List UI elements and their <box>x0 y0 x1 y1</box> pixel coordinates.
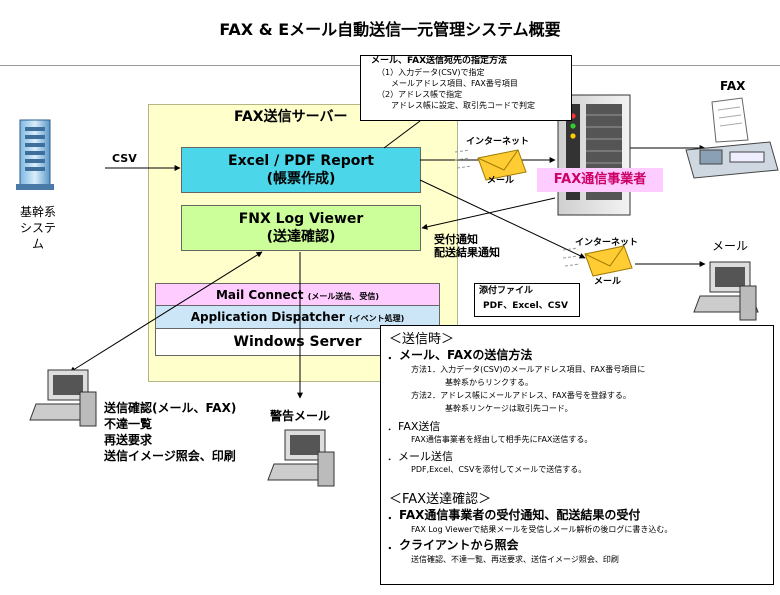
csv-label: CSV <box>112 152 137 165</box>
fax-label: FAX <box>720 79 746 93</box>
mail-send-line: PDF,Excel、CSVを添付してメールで送信する。 <box>411 465 587 474</box>
app-dispatcher-sub: (イベント処理) <box>348 314 405 323</box>
fax-send-line: FAX通信事業者を経由して相手先にFAX送信する。 <box>411 435 593 444</box>
receipt-title: ．FAX通信事業者の受付通知、配送結果の受付 <box>387 508 641 522</box>
send-method-title: ．メール、FAXの送信方法 <box>387 348 533 362</box>
fnx-log-viewer-box: FNX Log Viewer (送達確認) <box>181 205 421 251</box>
core-system-line2: システム <box>19 221 56 251</box>
attachment-note: 添付ファイル PDF、Excel、CSV <box>474 283 580 317</box>
note-line-3: （2）アドレス帳で指定 <box>377 90 463 99</box>
notify-line-1: 受付通知 <box>434 233 478 246</box>
note-line-1: （1）入力データ(CSV)で指定 <box>377 68 485 77</box>
fnx-box-subtitle: (送達確認) <box>266 229 336 245</box>
internet-label-1: インターネット <box>466 137 530 147</box>
send-method-line: 基幹系からリンクする。 <box>445 378 533 387</box>
warning-mail-label: 警告メール <box>270 409 331 423</box>
internet-label-2: インターネット <box>575 238 639 248</box>
fax-server-label: FAX送信サーバー <box>234 109 348 125</box>
notification-label: 受付通知 配送結果通知 <box>434 233 500 259</box>
client-query-line: 送信確認、不達一覧、再送要求、送信イメージ照会、印刷 <box>411 555 619 564</box>
email-envelope-icon <box>454 149 527 181</box>
note-pointer <box>383 120 421 149</box>
core-system-line1: 基幹系 <box>19 205 56 219</box>
client-query-arrow <box>69 251 263 373</box>
note-line-4: アドレス帳に設定、取引先コードで判定 <box>391 101 535 110</box>
send-method-line: 基幹系リンケージは取引先コード。 <box>445 404 573 413</box>
attach-line-1: 添付ファイル <box>479 286 534 296</box>
client-tasks: 送信確認(メール、FAX) 不達一覧 再送要求 送信イメージ照会、印刷 <box>104 400 236 464</box>
destination-note: メール、FAX送信宛先の指定方法 （1）入力データ(CSV)で指定 メールアドレ… <box>360 55 572 121</box>
page-title: FAX & Eメール自動送信一元管理システム概要 <box>219 20 561 39</box>
excel-box-title: Excel / PDF Report <box>228 153 374 169</box>
email-envelope-icon-2 <box>562 245 633 277</box>
mail-connect-sub: (メール送信、受信) <box>307 291 380 301</box>
fax-provider-label: FAX通信事業者 <box>537 168 663 192</box>
excel-box-subtitle: (帳票作成) <box>266 171 336 187</box>
mail-label-2: メール <box>594 277 622 287</box>
excel-to-email-arrow <box>419 179 586 259</box>
fax-send-title: ．FAX送信 <box>387 420 441 433</box>
mail-recipient-pc-icon <box>693 261 759 321</box>
receipt-line: FAX Log Viewerで結果メールを受信しメール解析の後ログに書き込む。 <box>411 525 673 534</box>
fax-machine-icon <box>685 97 779 179</box>
client-task: 送信イメージ照会、印刷 <box>104 449 236 463</box>
excel-pdf-report-box: Excel / PDF Report (帳票作成) <box>181 147 421 193</box>
core-system-tower-icon <box>16 119 54 190</box>
mail-recipient-label: メール <box>712 239 749 253</box>
warning-mail-pc-icon <box>267 429 335 487</box>
client-query-title: ．クライアントから照会 <box>387 538 519 552</box>
client-task: 再送要求 <box>104 433 153 447</box>
info-panel: ＜送信時＞ ．メール、FAXの送信方法 方法1．入力データ(CSV)のメールアド… <box>380 325 774 585</box>
client-task: 不達一覧 <box>104 417 153 431</box>
attach-line-2: PDF、Excel、CSV <box>483 301 568 311</box>
notify-line-2: 配送結果通知 <box>434 246 500 259</box>
send-section-header: ＜送信時＞ <box>389 332 455 347</box>
send-method-line: 方法2．アドレス帳にメールアドレス、FAX番号を登録する。 <box>411 391 631 400</box>
core-system-label: 基幹系 システム <box>18 204 58 252</box>
note-title: メール、FAX送信宛先の指定方法 <box>371 56 508 66</box>
client-pc-icon <box>29 369 97 427</box>
mail-label-1: メール <box>487 176 515 186</box>
provider-notify-arrow <box>421 197 556 230</box>
client-task: 送信確認(メール、FAX) <box>104 401 237 415</box>
mail-send-title: ．メール送信 <box>387 450 453 463</box>
fnx-box-title: FNX Log Viewer <box>238 211 364 227</box>
send-method-line: 方法1．入力データ(CSV)のメールアドレス項目、FAX番号項目に <box>411 365 646 374</box>
note-line-2: メールアドレス項目、FAX番号項目 <box>391 79 518 88</box>
confirm-section-header: ＜FAX送達確認＞ <box>389 492 492 507</box>
